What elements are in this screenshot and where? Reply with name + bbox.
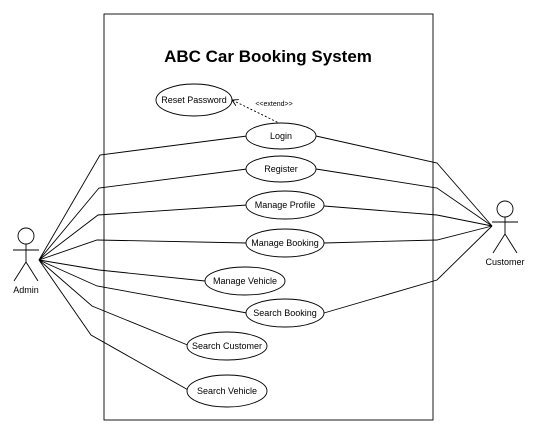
- svg-text:Search Booking: Search Booking: [253, 308, 317, 318]
- extend-arrow: [232, 100, 282, 125]
- svg-text:Search Vehicle: Search Vehicle: [197, 386, 257, 396]
- svg-text:Search Customer: Search Customer: [192, 341, 262, 351]
- use-case-search-customer: Search Customer: [186, 331, 268, 361]
- svg-text:Manage Profile: Manage Profile: [255, 200, 316, 210]
- svg-text:Register: Register: [264, 164, 298, 174]
- svg-text:Manage Vehicle: Manage Vehicle: [213, 276, 277, 286]
- svg-text:Customer: Customer: [485, 257, 524, 267]
- svg-text:Login: Login: [270, 131, 292, 141]
- extend-label: <<extend>>: [255, 101, 292, 108]
- use-case-reset-password: Reset Password: [155, 83, 233, 117]
- svg-text:Admin: Admin: [13, 285, 39, 295]
- admin-actor: Admin: [13, 227, 39, 295]
- diagram-title: ABC Car Booking System: [164, 47, 372, 66]
- customer-associations: [315, 135, 493, 314]
- use-case-register: Register: [245, 155, 317, 183]
- use-case-manage-booking: Manage Booking: [245, 228, 325, 258]
- customer-actor: Customer: [485, 200, 525, 267]
- use-case-search-vehicle: Search Vehicle: [186, 374, 268, 408]
- svg-text:Manage Booking: Manage Booking: [251, 238, 319, 248]
- use-case-search-booking: Search Booking: [245, 298, 325, 328]
- admin-associations: [38, 135, 248, 392]
- use-case-manage-profile: Manage Profile: [245, 190, 325, 220]
- use-case-manage-vehicle: Manage Vehicle: [204, 266, 286, 296]
- use-case-login: Login: [245, 122, 317, 150]
- svg-text:Reset Password: Reset Password: [161, 95, 227, 105]
